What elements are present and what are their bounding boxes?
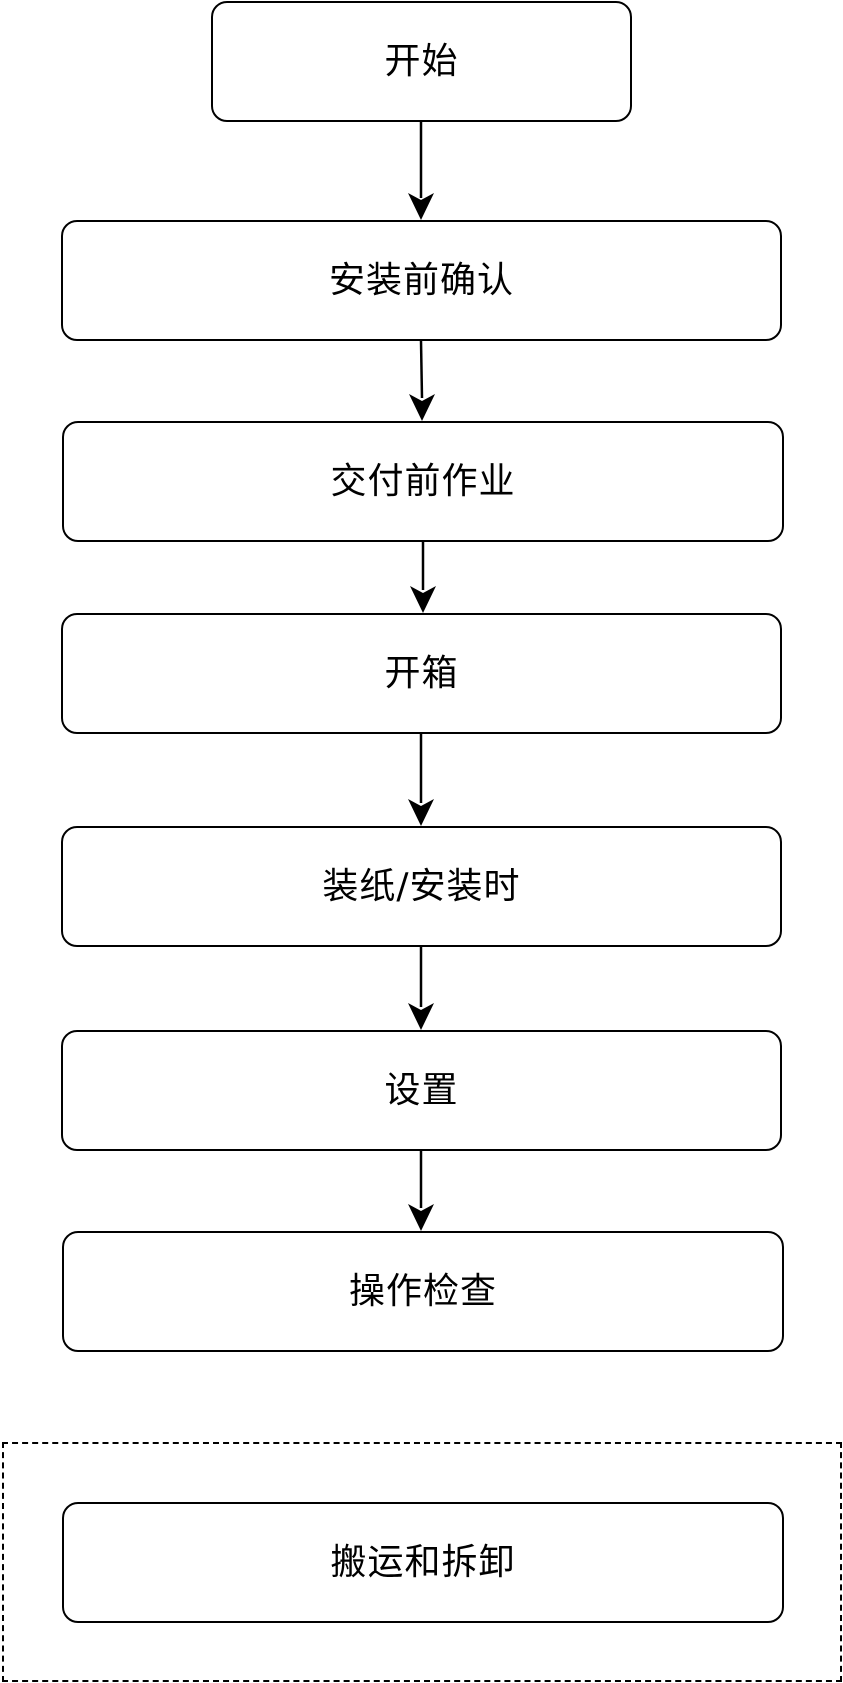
node-operation-check-label: 操作检查: [348, 1270, 497, 1312]
edge-paper-loading-installation-to-settings: [408, 947, 434, 1030]
edge-pre-delivery-work-to-unboxing: [410, 542, 436, 613]
node-transport-dismantle-label: 搬运和拆卸: [330, 1541, 516, 1583]
node-start[interactable]: 开始: [211, 1, 632, 122]
dashed-group-container: [2, 1442, 842, 1682]
node-paper-loading-installation[interactable]: 装纸/安装时: [61, 826, 782, 947]
node-settings-label: 设置: [384, 1069, 459, 1111]
node-operation-check[interactable]: 操作检查: [62, 1231, 784, 1352]
node-start-label: 开始: [384, 40, 459, 82]
node-unboxing-label: 开箱: [384, 652, 459, 694]
node-pre-delivery-work-label: 交付前作业: [330, 460, 516, 502]
node-pre-install-confirm[interactable]: 安装前确认: [61, 220, 782, 341]
node-unboxing[interactable]: 开箱: [61, 613, 782, 734]
edge-settings-to-operation-check: [408, 1151, 434, 1231]
edge-unboxing-to-paper-loading-installation: [408, 734, 434, 826]
edge-pre-install-confirm-to-pre-delivery-work: [409, 340, 435, 421]
node-pre-install-confirm-label: 安装前确认: [328, 259, 514, 301]
node-transport-dismantle[interactable]: 搬运和拆卸: [62, 1502, 784, 1623]
node-paper-loading-installation-label: 装纸/安装时: [322, 865, 521, 907]
edge-start-to-pre-install-confirm: [408, 121, 434, 220]
node-pre-delivery-work[interactable]: 交付前作业: [62, 421, 784, 542]
node-settings[interactable]: 设置: [61, 1030, 782, 1151]
